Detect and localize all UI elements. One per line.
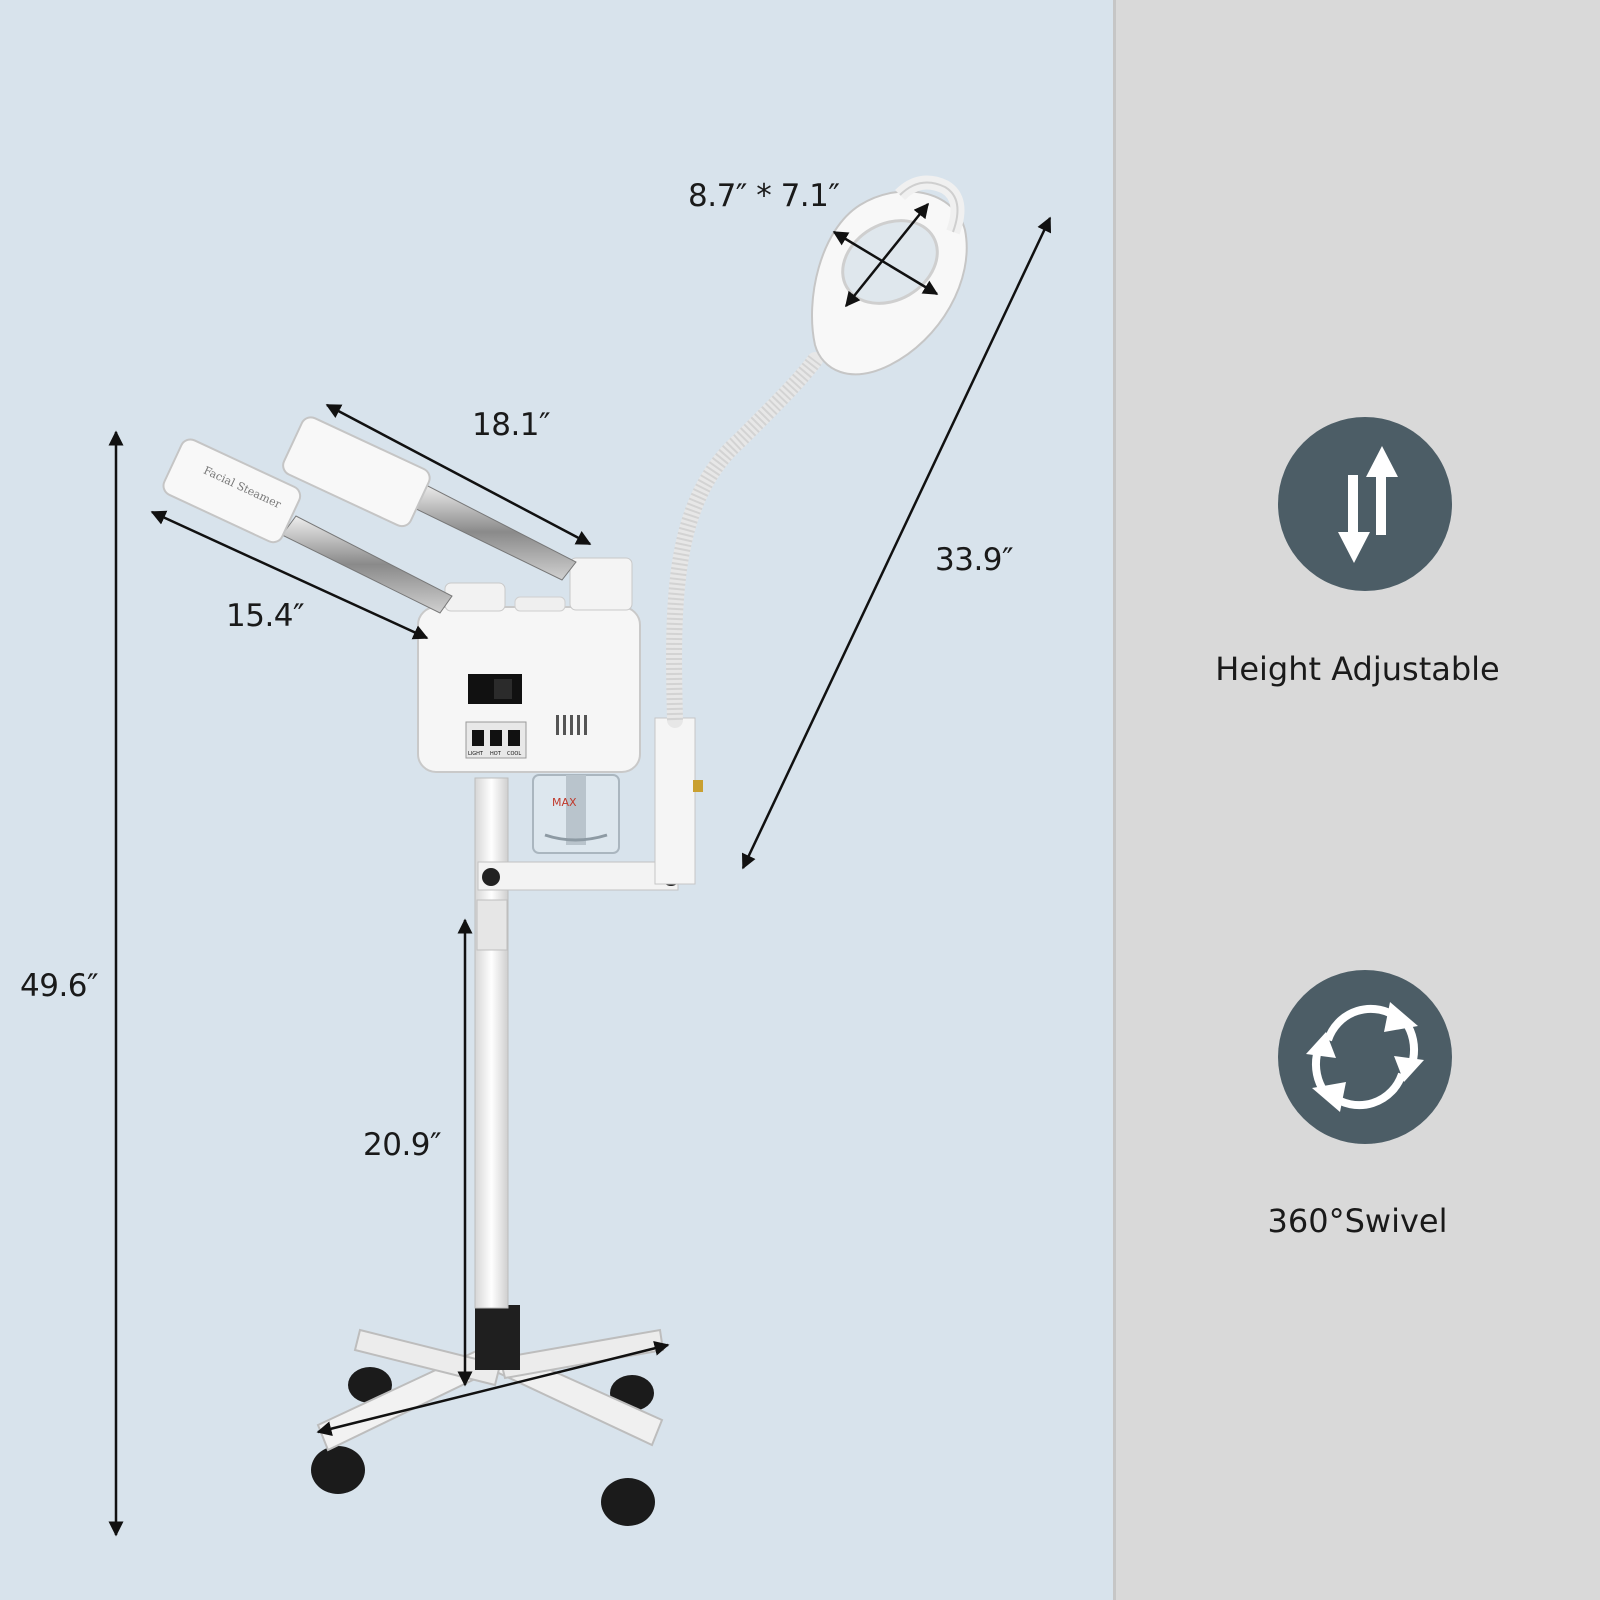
base-height-label: 20.9″ xyxy=(363,1127,442,1163)
height-adjustable-label: Height Adjustable xyxy=(1215,650,1500,688)
support-bracket xyxy=(477,717,703,891)
dimension-lines xyxy=(108,202,1052,1537)
upper-arm-dimension-line xyxy=(325,403,592,546)
lamp-arm-length-label: 33.9″ xyxy=(935,542,1014,578)
panel-divider xyxy=(1113,0,1116,1600)
tank-max-text: MAX xyxy=(552,796,577,809)
main-pole xyxy=(474,777,509,1309)
features-panel xyxy=(1115,0,1600,1600)
steamer-body: LIGHT HOT COOL xyxy=(417,557,641,773)
switch-label-hot: HOT xyxy=(490,751,502,757)
upper-arm-length-label: 18.1″ xyxy=(472,407,551,443)
total-height-label: 49.6″ xyxy=(20,968,99,1004)
switch-label-cool: COOL xyxy=(507,751,521,757)
base-width-dimension-line xyxy=(316,1340,670,1437)
swivel-360-label: 360°Swivel xyxy=(1267,1202,1448,1240)
swivel-360-icon xyxy=(1278,970,1452,1144)
lamp-size-label: 8.7″ * 7.1″ xyxy=(688,178,840,214)
lamp-diagonal-line-2 xyxy=(845,202,929,308)
water-tank: MAX xyxy=(532,774,620,854)
facial-steamer-illustration: MAX LIGHT HOT COOL xyxy=(108,175,1052,1537)
switch-label-light: LIGHT xyxy=(468,751,484,757)
height-adjust-icon xyxy=(1278,417,1452,591)
lamp-arm-dimension-line xyxy=(741,216,1052,870)
lower-arm-length-label: 15.4″ xyxy=(226,598,305,634)
lower-arm-dimension-line xyxy=(150,510,429,640)
gooseneck-arm xyxy=(666,352,823,728)
